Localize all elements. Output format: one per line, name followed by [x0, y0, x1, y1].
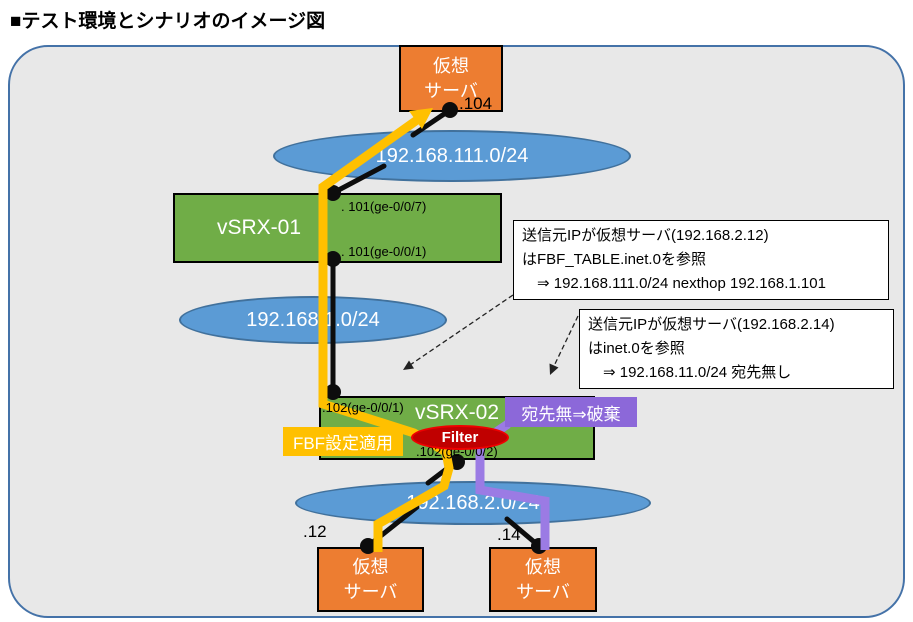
network-label-2: 192.168.2.0/24 — [406, 491, 540, 514]
discard-label: 宛先無⇒破棄 — [521, 404, 621, 424]
discard-tag: 宛先無⇒破棄 — [505, 397, 637, 427]
interface-label-vsrx01-ge001: . 101(ge-0/0/1) — [341, 244, 427, 259]
page-title: ■テスト環境とシナリオのイメージ図 — [10, 11, 326, 32]
note-inet-route: 送信元IPが仮想サーバ(192.168.2.14) はinet.0を参照 ⇒ 1… — [579, 309, 894, 389]
filter-ellipse: Filter — [411, 425, 509, 450]
filter-label: Filter — [441, 429, 479, 446]
interface-label-vsrx01-ge007: . 101(ge-0/0/7) — [341, 199, 427, 214]
network-label-111: 192.168.111.0/24 — [375, 144, 529, 167]
network-label-1: 192.168.1.0/24 — [246, 308, 380, 331]
fbf-applied-label: FBF設定適用 — [292, 434, 394, 453]
note-fbf-route: 送信元IPが仮想サーバ(192.168.2.12) はFBF_TABLE.ine… — [513, 220, 889, 300]
host-ip-104: .104 — [459, 94, 493, 113]
network-ellipse-1: 192.168.1.0/24 — [179, 296, 447, 344]
fbf-applied-tag: FBF設定適用 — [283, 427, 403, 456]
router-vsrx01-label: vSRX-01 — [217, 216, 302, 239]
router-vsrx01: vSRX-01 — [173, 193, 502, 263]
virtual-server-left-label: 仮想 サーバ — [343, 557, 398, 602]
virtual-server-top-label: 仮想 サーバ — [424, 56, 478, 101]
interface-label-vsrx02-ge001: .102(ge-0/0/1) — [322, 400, 404, 415]
virtual-server-top: 仮想 サーバ — [399, 45, 503, 112]
virtual-server-right-label: 仮想 サーバ — [516, 557, 570, 602]
network-ellipse-2: 192.168.2.0/24 — [295, 481, 651, 525]
host-ip-14: .14 — [497, 525, 521, 544]
virtual-server-right: 仮想 サーバ — [489, 547, 597, 612]
network-ellipse-111: 192.168.111.0/24 — [273, 130, 631, 182]
virtual-server-left: 仮想 サーバ — [317, 547, 424, 612]
host-ip-12: .12 — [303, 522, 327, 541]
